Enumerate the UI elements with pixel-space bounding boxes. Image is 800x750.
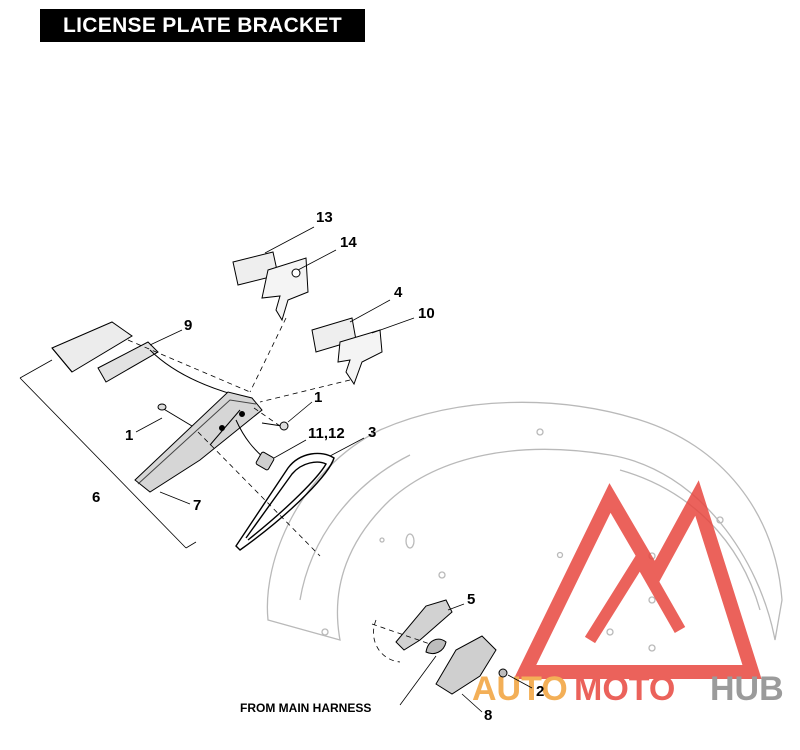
rear-fender (266, 401, 783, 652)
callout-3: 3 (368, 424, 376, 441)
watermark-text-moto: MOTO (574, 670, 675, 708)
callout-13: 13 (316, 209, 333, 226)
callout-6: 6 (92, 489, 100, 506)
part-2-nut (498, 668, 508, 678)
callout-1-left: 1 (125, 427, 133, 444)
part-1-screw-left (157, 403, 193, 427)
part-11-12-connector (235, 419, 275, 471)
callout-1-right: 1 (314, 389, 322, 406)
leader-lines (19, 226, 533, 713)
from-main-harness-label: FROM MAIN HARNESS (240, 701, 371, 715)
watermark-triangle-icon (513, 480, 762, 679)
page-title: LICENSE PLATE BRACKET (40, 9, 365, 42)
callout-2: 2 (536, 683, 544, 700)
watermark-text-auto: AUTO (472, 670, 568, 708)
watermark-m-icon (584, 548, 686, 644)
callout-5: 5 (467, 591, 475, 608)
callout-4: 4 (394, 284, 403, 301)
callout-10: 10 (418, 305, 435, 322)
watermark-logo: AUTO MOTO HUB (472, 480, 784, 708)
part-9-lens (97, 341, 159, 383)
watermark-text-hub: HUB (710, 670, 784, 708)
callout-14: 14 (340, 234, 357, 251)
dashed-alignment-lines (127, 317, 431, 663)
callout-7: 7 (193, 497, 201, 514)
part-8-cover (425, 635, 497, 695)
part-1-screw-right (261, 421, 289, 431)
part-14-clip (261, 257, 309, 322)
callout-11-12: 11,12 (308, 425, 345, 442)
part-7-base (134, 391, 263, 493)
part-3-gasket (235, 452, 335, 551)
part-6-lamp-assembly (51, 321, 263, 493)
callout-8: 8 (484, 707, 492, 724)
part-10-clip (337, 329, 383, 386)
callout-9: 9 (184, 317, 192, 334)
